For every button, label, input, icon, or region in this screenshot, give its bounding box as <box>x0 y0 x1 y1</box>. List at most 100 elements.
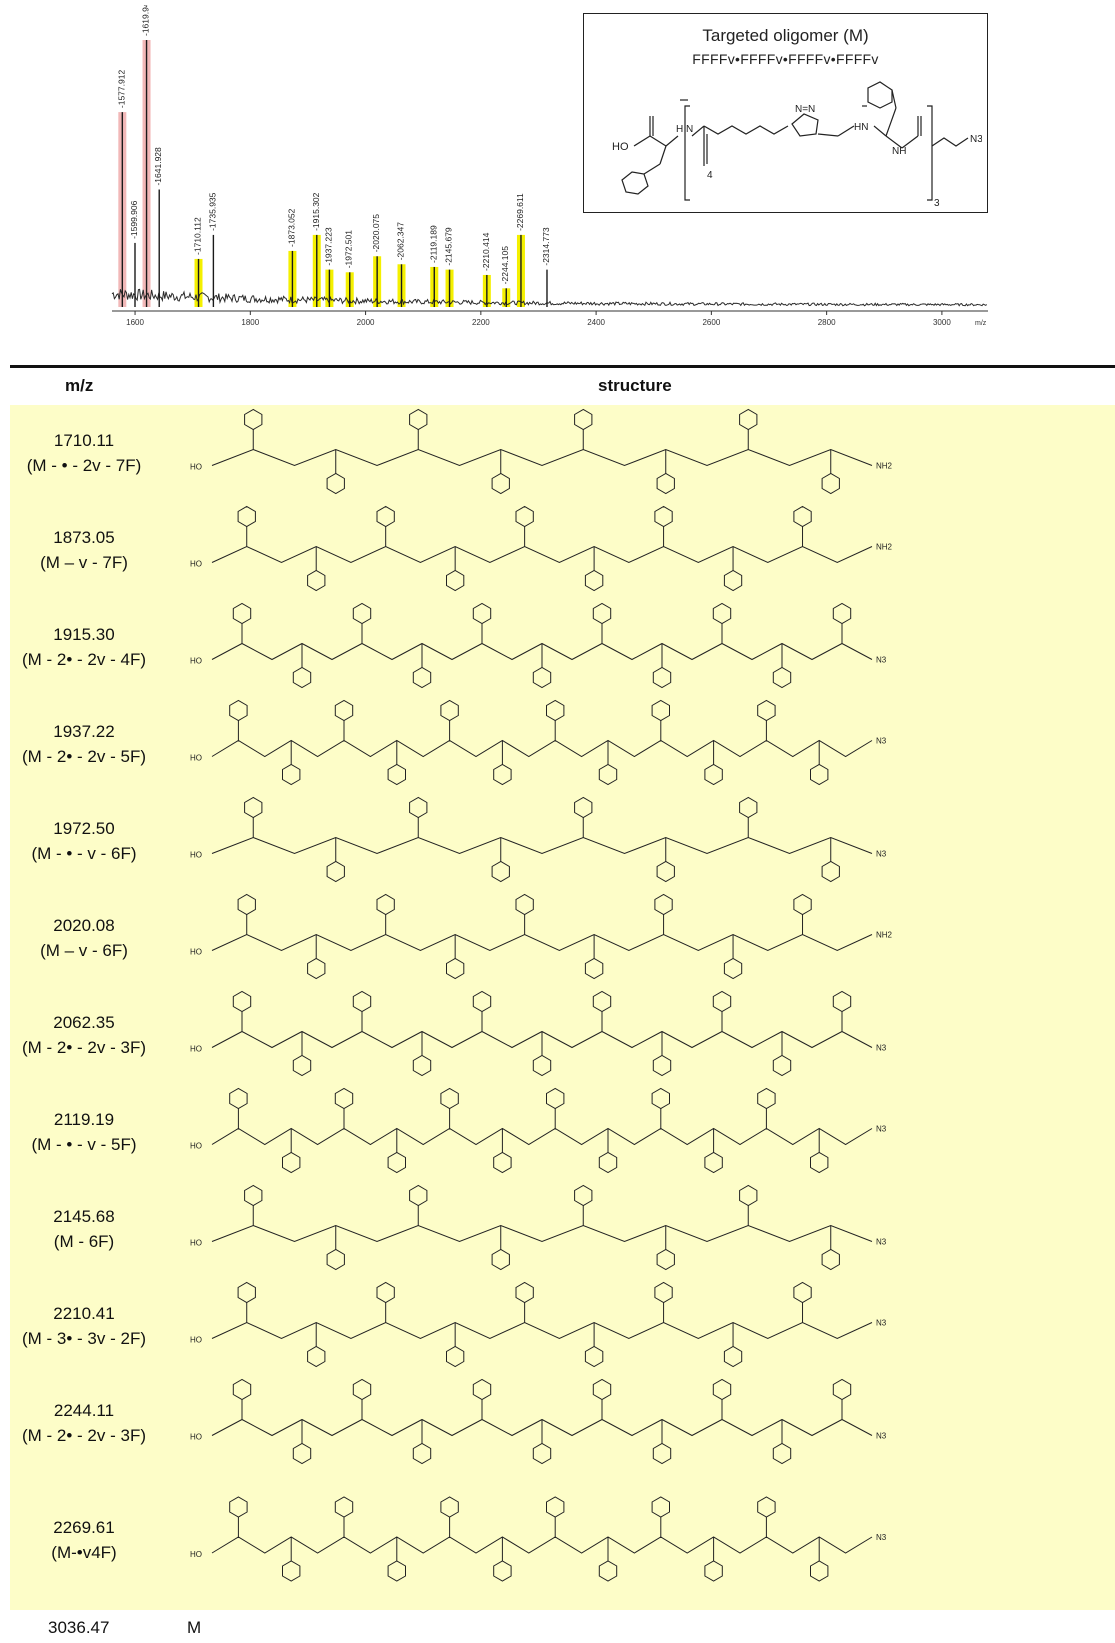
row-assignment: (M - 2• - 2v - 3F) <box>21 1037 146 1057</box>
peak-label: -2210.414 <box>481 232 491 271</box>
phenyl-ring <box>472 1378 492 1401</box>
phenyl-ring <box>574 796 593 819</box>
phenyl-ring <box>704 763 723 786</box>
phenyl-ring <box>412 1442 432 1465</box>
phenyl-ring <box>546 699 565 722</box>
targeted-oligomer-box: Targeted oligomer (M) FFFFv•FFFFv•FFFFv•… <box>583 13 988 213</box>
peak-label: -1972.501 <box>344 230 354 269</box>
row-mz-value: 2020.08 <box>53 915 115 935</box>
phenyl-ring <box>446 569 465 592</box>
phenyl-ring <box>793 1281 812 1304</box>
azide-label: N3 <box>970 134 982 145</box>
row-mz-value: 3036.47 <box>48 1618 110 1637</box>
phenyl-ring <box>237 505 256 528</box>
phenyl-ring <box>704 1560 723 1582</box>
phenyl-ring <box>592 602 612 625</box>
phenyl-ring <box>292 1054 312 1077</box>
row-mz-cell: 2062.35(M - 2• - 2v - 3F) <box>10 1010 158 1060</box>
phenyl-ring <box>352 1378 372 1401</box>
row-mz-value: 2145.68 <box>53 1206 115 1226</box>
phenyl-ring <box>832 602 852 625</box>
phenyl-ring <box>704 1151 723 1174</box>
peak-label: -1577.912 <box>116 70 126 109</box>
ho-label: HO <box>190 851 202 860</box>
row-assignment: (M – v - 6F) <box>40 940 128 960</box>
phenyl-ring <box>232 990 252 1013</box>
phenyl-ring <box>440 1087 459 1110</box>
peak-label: -2062.347 <box>396 222 406 261</box>
phenyl-ring <box>409 796 428 819</box>
phenyl-ring <box>821 472 840 495</box>
end-group-label: NH2 <box>876 931 893 940</box>
row-assignment: M <box>187 1618 202 1637</box>
peak-label: -1710.112 <box>193 217 203 255</box>
phenyl-ring <box>584 1345 604 1368</box>
phenyl-ring <box>326 860 345 883</box>
peak-lines <box>121 40 548 307</box>
backbone <box>211 448 873 467</box>
phenyl-ring <box>334 699 354 722</box>
phenyl-ring <box>654 893 673 916</box>
phenyl-ring <box>515 505 534 528</box>
phenyl-ring <box>757 1496 776 1518</box>
phenyl-ring <box>656 1248 675 1271</box>
phenyl-ring <box>352 602 372 625</box>
phenyl-ring <box>326 472 345 495</box>
phenyl-ring <box>282 1560 301 1582</box>
spectrum-trace <box>111 288 988 307</box>
phenyl-ring <box>440 1496 459 1518</box>
row-mz-value: 2269.61 <box>53 1518 115 1537</box>
phenyl-ring <box>772 1054 792 1077</box>
end-group-label: NH2 <box>876 462 893 471</box>
phenyl-ring <box>651 1087 670 1110</box>
phenyl-ring <box>723 957 743 980</box>
row-mz-value: 2210.41 <box>53 1303 115 1323</box>
ho-label: HO <box>190 1550 202 1559</box>
phenyl-ring <box>472 602 492 625</box>
peak-label: -1599.906 <box>129 200 139 239</box>
phenyl-ring <box>757 1087 776 1110</box>
peak-label: -1937.223 <box>323 227 333 266</box>
phenyl-ring <box>584 957 604 980</box>
end-group-label: N3 <box>876 1432 887 1441</box>
end-group-label: N3 <box>876 1533 887 1542</box>
phenyl-ring <box>472 990 492 1013</box>
phenyl-ring <box>654 505 673 528</box>
row-assignment: (M - 2• - 2v - 4F) <box>21 649 146 669</box>
nh-label: H N <box>676 124 693 135</box>
row-mz-cell: 2145.68 (M - 6F) <box>10 1204 158 1254</box>
row-mz-cell: 1937.22(M - 2• - 2v - 5F) <box>10 719 158 769</box>
row-assignment: (M - • - 2v - 7F) <box>26 455 142 475</box>
ho-label: HO <box>612 141 629 153</box>
phenyl-ring <box>282 763 301 786</box>
phenyl-ring <box>793 893 812 916</box>
phenyl-ring <box>574 408 593 431</box>
phenyl-ring <box>712 990 732 1013</box>
backbone <box>211 545 873 564</box>
phenyl-ring <box>810 1151 829 1174</box>
phenyl-ring <box>515 1281 534 1304</box>
backbone <box>211 933 873 952</box>
phenyl-ring <box>739 1184 758 1207</box>
backbone <box>211 836 873 855</box>
phenyl-ring <box>440 699 459 722</box>
ho-label: HO <box>190 1239 202 1248</box>
phenyl-ring <box>237 1281 256 1304</box>
subscript-inner-left: 4 <box>707 170 713 181</box>
peak-highlights <box>118 40 525 307</box>
row-assignment: (M - 6F) <box>53 1231 115 1251</box>
x-tick-label: 3000 <box>933 318 951 327</box>
